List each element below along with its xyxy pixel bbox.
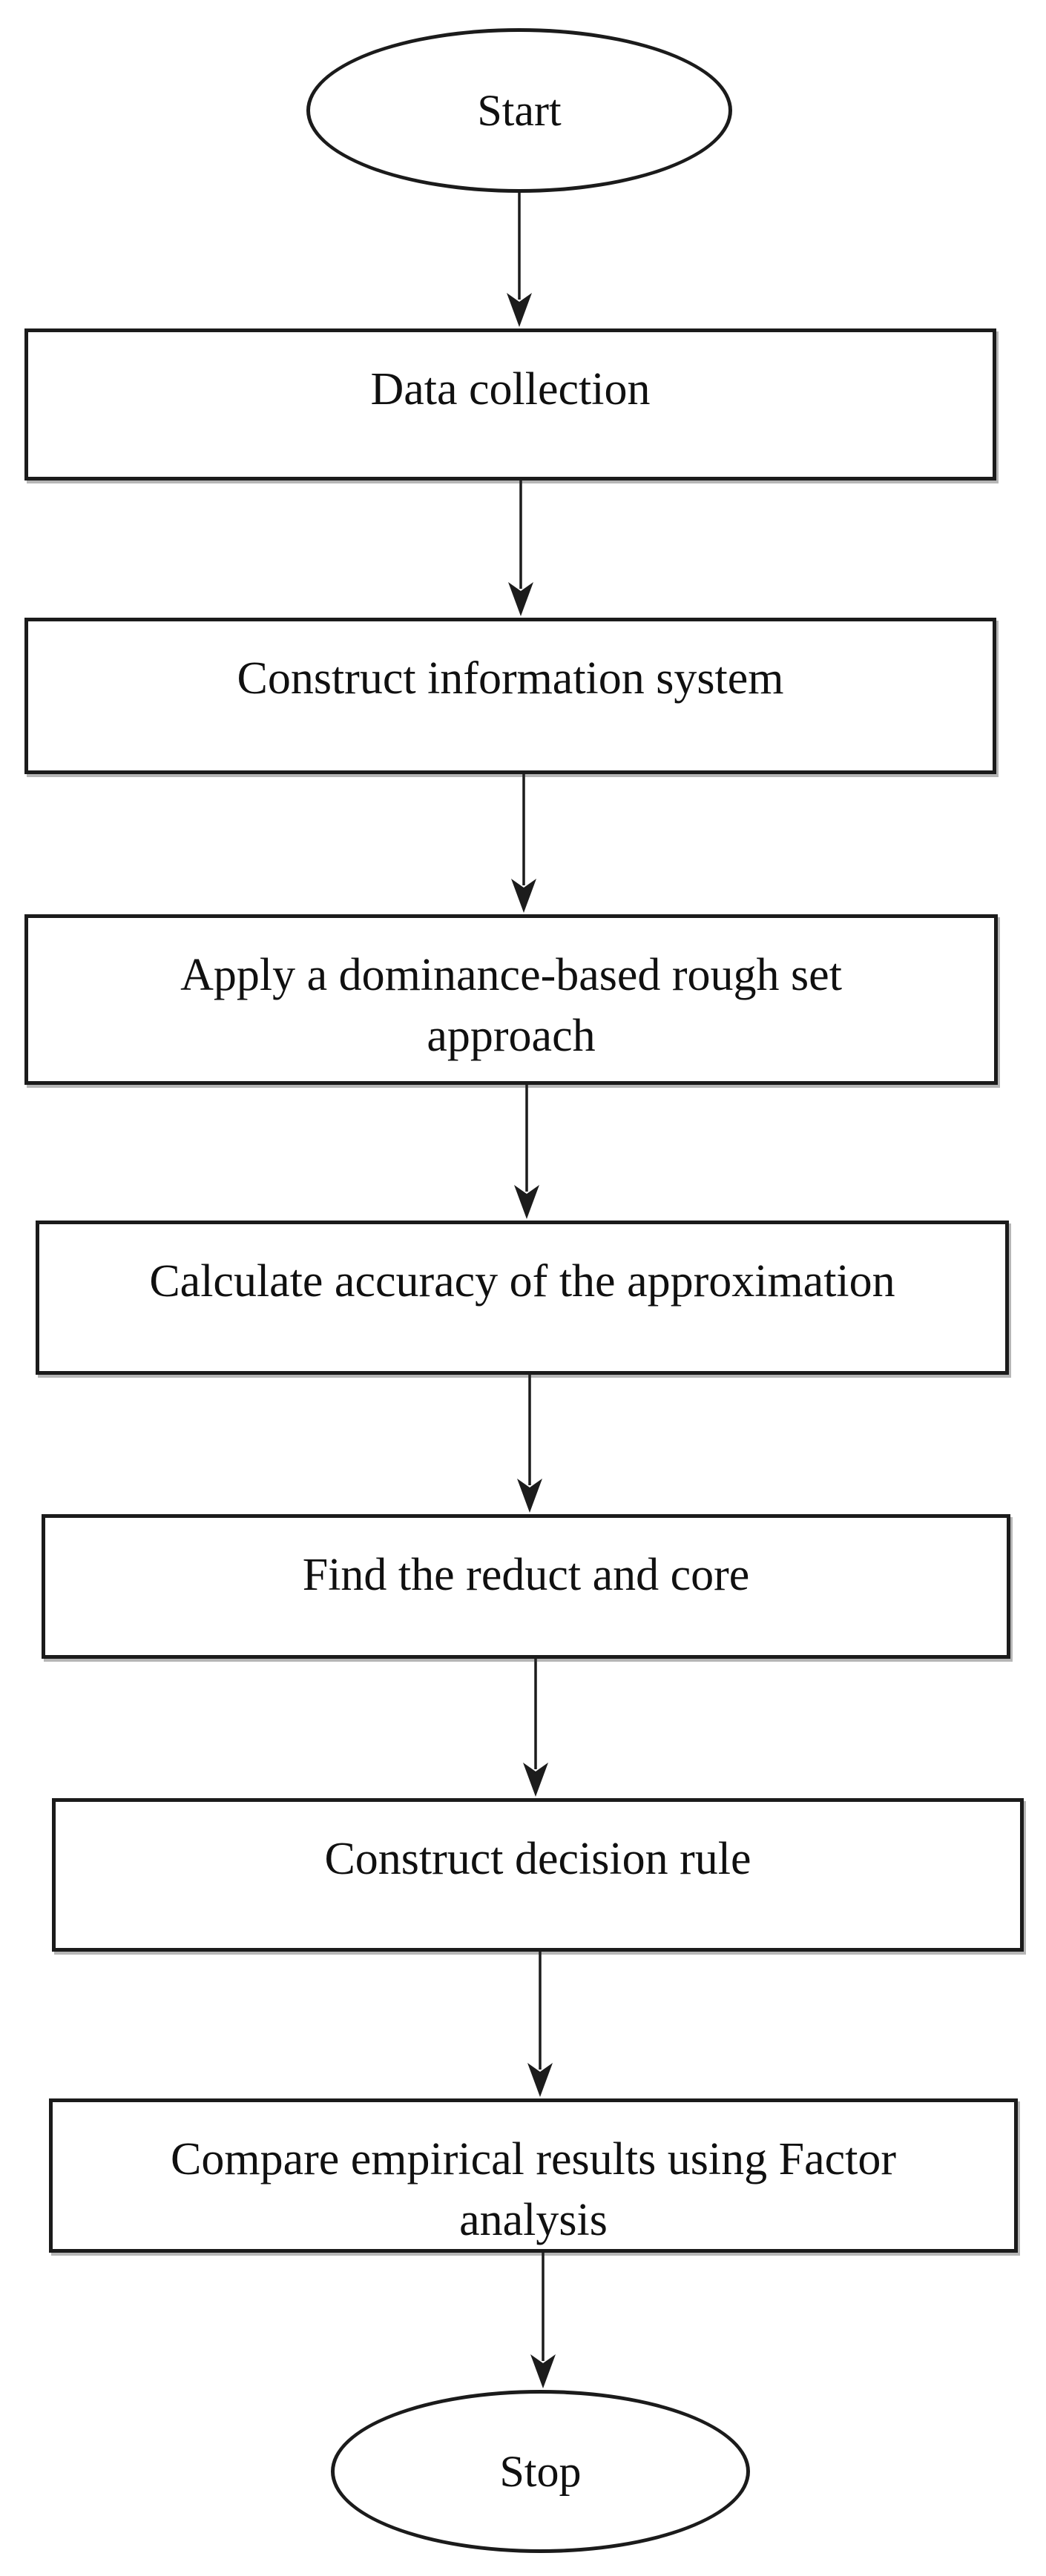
flow-arrow-8 — [530, 2252, 556, 2388]
arrowhead-down-icon — [507, 293, 532, 327]
arrowhead-down-icon — [517, 1479, 542, 1513]
flowchart-node-calculate-accuracy-of-the-approximation: Calculate accuracy of the approximation — [36, 1221, 1009, 1375]
arrowhead-down-icon — [523, 1763, 548, 1797]
flow-arrow-7 — [527, 1951, 553, 2097]
calculate-accuracy-of-the-approximation-label: Calculate accuracy of the approximation — [149, 1256, 895, 1307]
flowchart-node-data-collection: Data collection — [24, 328, 996, 480]
construct-information-system-label: Construct information system — [237, 653, 784, 704]
flowchart-node-construct-information-system: Construct information system — [24, 618, 996, 774]
flow-arrow-5 — [517, 1374, 542, 1513]
flow-arrow-2 — [508, 480, 533, 616]
arrowhead-down-icon — [527, 2063, 553, 2097]
compare-empirical-results-using-factor-analysis-label: Compare empirical results using Factor a… — [171, 2134, 896, 2245]
flowchart-node-find-the-reduct-and-core: Find the reduct and core — [42, 1514, 1010, 1659]
arrowhead-down-icon — [530, 2354, 556, 2388]
stop-label: Stop — [499, 2446, 582, 2496]
apply-dominance-based-rough-set-approach-label: Apply a dominance-based rough set approa… — [180, 950, 842, 1061]
start-label: Start — [477, 85, 562, 135]
arrowhead-down-icon — [514, 1185, 539, 1219]
arrowhead-down-icon — [508, 582, 533, 616]
flowchart-node-apply-dominance-based-rough-set-approach: Apply a dominance-based rough set approa… — [24, 914, 998, 1085]
flow-arrow-4 — [514, 1084, 539, 1219]
flow-arrow-6 — [523, 1658, 548, 1797]
arrowhead-down-icon — [511, 879, 536, 913]
flow-arrow-3 — [511, 774, 536, 913]
flowchart-node-start: Start — [306, 28, 732, 193]
flowchart-node-compare-empirical-results-using-factor-analysis: Compare empirical results using Factor a… — [49, 2098, 1018, 2253]
find-the-reduct-and-core-label: Find the reduct and core — [302, 1550, 750, 1600]
flowchart-node-stop: Stop — [331, 2390, 750, 2553]
construct-decision-rule-label: Construct decision rule — [324, 1834, 751, 1884]
flowchart-node-construct-decision-rule: Construct decision rule — [52, 1798, 1024, 1952]
data-collection-label: Data collection — [370, 364, 651, 415]
flow-arrow-1 — [507, 192, 532, 327]
